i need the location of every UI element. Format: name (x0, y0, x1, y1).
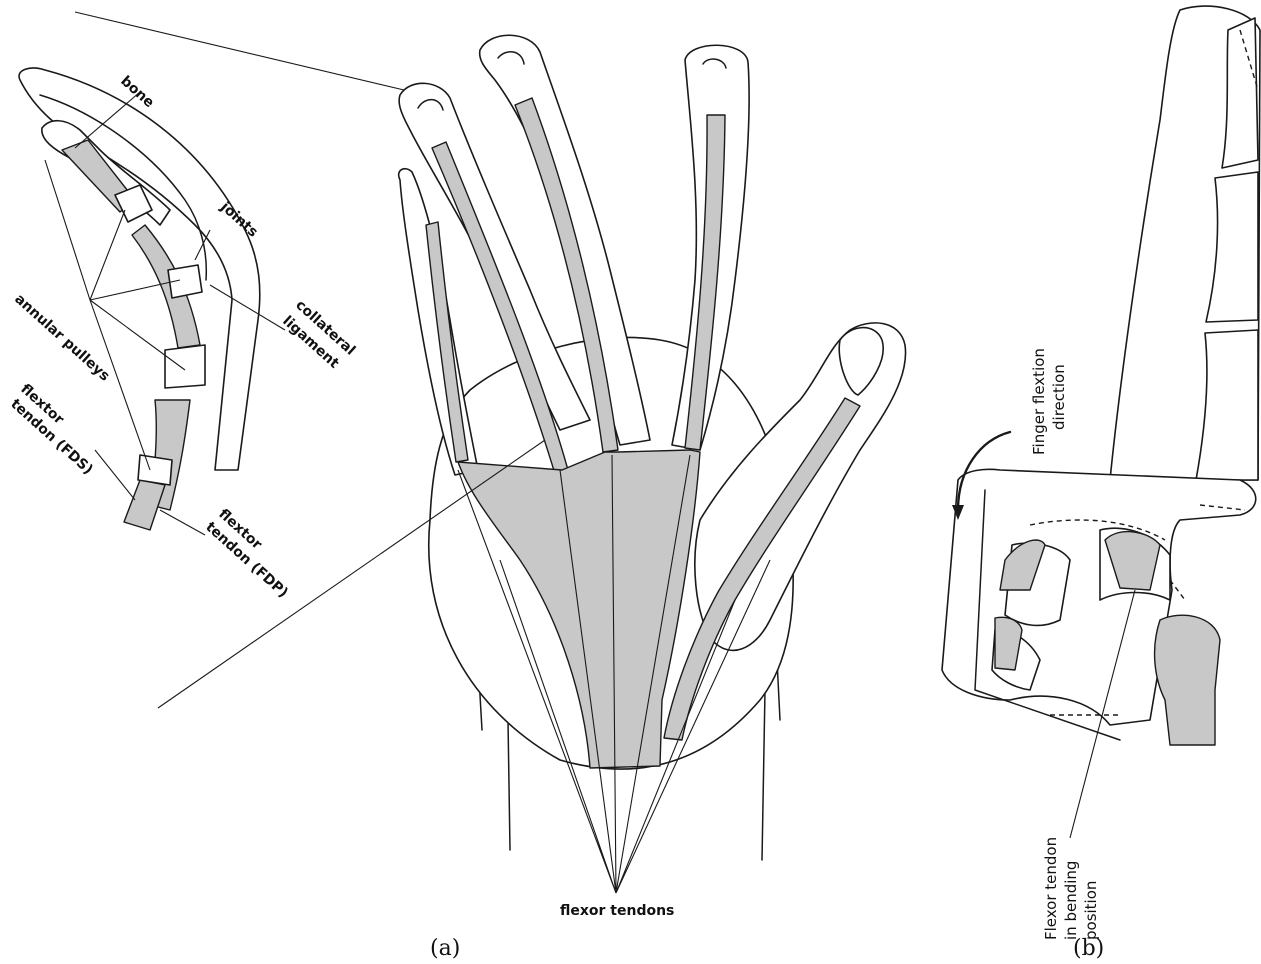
label-flexion-line1: Finger flextion (1030, 348, 1048, 455)
label-flexor-fdp: flextor tendon (FDP) (202, 506, 291, 601)
label-collateral-ligament: collateral ligament (279, 297, 358, 372)
fingertip-contours (418, 52, 726, 110)
hand-drawing (75, 12, 906, 893)
leader-fdp (160, 510, 205, 535)
pulley-3 (165, 345, 205, 388)
finger-inset-drawing (19, 68, 285, 535)
bent-tendon-proximal (1155, 615, 1220, 745)
pulley-4 (138, 455, 172, 485)
label-flexor-fds: flextor tendon (FDS) (7, 381, 96, 478)
label-flexion-line2: direction (1050, 364, 1068, 430)
label-bending-line2: in bending (1062, 861, 1080, 940)
label-bending-line3: position (1082, 881, 1100, 940)
panel-label-a: (a) (430, 936, 460, 961)
leader-joints (195, 230, 210, 260)
straight-finger-bone-distal (1222, 18, 1258, 168)
leader-fds (95, 450, 135, 500)
bent-finger-drawing (942, 6, 1260, 838)
label-bending-line1: Flexor tendon (1042, 837, 1060, 940)
label-finger-flexion-direction: Finger flextion direction (1030, 348, 1068, 455)
panel-label-b: (b) (1073, 936, 1104, 961)
inset-tendon-fds (124, 480, 165, 530)
label-flexor-bending-position: Flexor tendon in bending position (1042, 837, 1100, 940)
label-flexor-tendons: flexor tendons (560, 903, 674, 919)
